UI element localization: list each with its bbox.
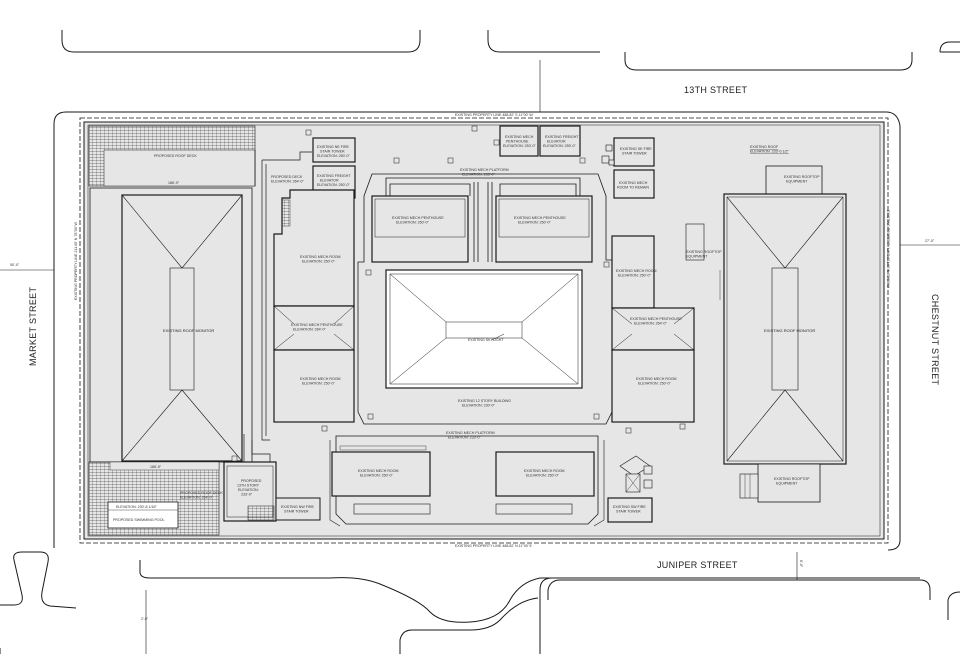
label-freight-elev-n: EXISTING FREIGHT ELEVATOR ELEVATION: 255…	[543, 135, 579, 148]
south-curbs	[0, 551, 960, 654]
mech-penthouse-e	[495, 195, 593, 263]
west-mech-stack	[273, 189, 355, 423]
dim-south-a: 186'-9"	[150, 465, 162, 469]
label-mech-penthouse-ec: EXISTING MECH PENTHOUSE ELEVATION: 264'-…	[630, 317, 683, 326]
north-curbs	[61, 30, 960, 112]
hvac-units-se	[619, 455, 653, 493]
label-proposed-roof-deck-s: PROPOSED ROOF DECK ELEVATION: 264'-0"	[180, 491, 224, 500]
label-se-fire-stair: EXISTING SE FIRE STAIR TOWER	[620, 147, 653, 156]
label-elevation-pool: ELEVATION: 230'-8 1/16"	[116, 505, 158, 509]
mech-platform-south	[335, 435, 599, 525]
dim-east-street: 27'-0"	[925, 239, 935, 243]
dim-west-street: 50'-0"	[10, 263, 20, 267]
label-mech-penthouse-n: EXISTING MECH PENTHOUSE ELEVATION: 253'-…	[503, 135, 537, 148]
label-sw-fire-stair: EXISTING SW FIRE STAIR TOWER	[613, 505, 647, 514]
mech-platform-north	[385, 177, 581, 262]
east-mech-stack	[611, 235, 695, 423]
parapet	[87, 124, 881, 537]
label-mech-room-s2: EXISTING MECH ROOM ELEVATION: 250'-0"	[524, 469, 566, 478]
label-mech-platform-n: EXISTING MECH PLATFORM ELEVATION: 233'-0…	[460, 168, 510, 177]
label-existing-roof: EXISTING ROOF ELEVATION: 233'-0 1/2"	[750, 145, 790, 154]
freight-elevator-n	[539, 125, 581, 157]
street-name-market: MARKET STREET	[28, 287, 38, 366]
label-proposed-deck: PROPOSED DECK ELEVATION: 264'-0"	[271, 175, 305, 184]
nw-fire-stair	[275, 497, 321, 521]
label-mech-platform-s: EXISTING MECH PLATFORM ELEVATION: 233'-0…	[446, 431, 496, 440]
property-line-south-label: EXISTING PROPERTY LINE 488.82' N 11°00' …	[455, 544, 533, 548]
ne-fire-stair	[312, 137, 356, 163]
skylight	[385, 269, 583, 389]
small-equipment	[231, 125, 686, 462]
east-roof-monitor	[723, 193, 847, 465]
label-nw-fire-stair: EXISTING NW FIRE STAIR TOWER	[281, 505, 315, 514]
mech-penthouse-n	[499, 125, 539, 157]
mech-room-s1	[331, 451, 431, 497]
street-name-chestnut: CHESTNUT STREET	[930, 294, 940, 386]
corridor-walls	[243, 150, 312, 462]
hvac-units-ne	[601, 144, 615, 166]
label-swimming-pool: PROPOSED SWIMMING POOL	[113, 518, 165, 522]
label-mech-room-e1: EXISTING MECH ROOM ELEVATION: 250'-0"	[616, 269, 658, 278]
swimming-pool	[107, 501, 179, 529]
label-roof-monitor-w: EXISTING ROOF MONITOR	[163, 328, 214, 333]
label-mech-room-remain: EXISTING MECH ROOM TO REMAIN	[617, 181, 649, 190]
label-rooftop-equipment-ne: EXISTING ROOFTOP EQUIPMENT	[784, 175, 820, 184]
label-proposed-13th-story: PROPOSED 13TH STORY ELEVATION: 233'-0"	[237, 479, 262, 497]
rooftop-equipment-ne	[765, 165, 823, 195]
dim-sw-corner: 2'-0"	[141, 617, 149, 621]
label-rooftop-equipment-e: EXISTING ROOFTOP EQUIPMENT	[686, 250, 722, 259]
street-name-13th: 13TH STREET	[684, 85, 748, 95]
property-line-north-label: EXISTING PROPERTY LINE 488.82' S 11°00' …	[455, 113, 533, 117]
label-freight-elevator: EXISTING FREIGHT ELEVATOR ELEVATION: 250…	[317, 174, 351, 187]
property-line-east-label: EXISTING PROPERTY LINE 211.00' N 78°00' …	[886, 210, 890, 289]
label-rooftop-equipment-se: EXISTING ROOFTOP EQUIPMENT	[774, 477, 810, 486]
label-skylight: EXISTING SKYLIGHT	[468, 338, 504, 342]
mech-room-s2	[495, 451, 595, 497]
mech-room-remain	[613, 169, 655, 199]
rooftop-equipment-se	[757, 463, 821, 503]
label-mech-room-e2: EXISTING MECH ROOM ELEVATION: 250'-0"	[636, 377, 678, 386]
property-line	[79, 117, 889, 544]
site-boundary	[53, 111, 901, 551]
label-mech-room-w2: EXISTING MECH ROOM ELEVATION: 250'-0"	[300, 377, 342, 386]
label-building: EXISTING 12 STORY BUILDING ELEVATION: 23…	[458, 399, 512, 408]
mech-penthouse-w	[371, 195, 469, 263]
label-roof-monitor-e: EXISTING ROOF MONITOR	[764, 328, 815, 333]
label-mech-penthouse-wc: EXISTING MECH PENTHOUSE ELEVATION: 264'-…	[291, 323, 344, 332]
label-mech-room-w1: EXISTING MECH ROOM ELEVATION: 250'-0"	[300, 255, 342, 264]
label-mech-penthouse-e: EXISTING MECH PENTHOUSE ELEVATION: 250'-…	[514, 216, 567, 225]
se-fire-stair	[613, 137, 655, 167]
dim-north-a: 186'-9"	[168, 181, 180, 185]
property-line-west-label: EXISTING PROPERTY LINE 211.00' N 78°00' …	[74, 221, 78, 300]
label-mech-penthouse-w: EXISTING MECH PENTHOUSE ELEVATION: 250'-…	[392, 216, 445, 225]
sw-fire-stair	[607, 497, 653, 523]
label-mech-room-s1: EXISTING MECH ROOM ELEVATION: 250'-0"	[358, 469, 400, 478]
label-proposed-roof-deck-n: PROPOSED ROOF DECK	[154, 154, 197, 158]
street-name-juniper: JUNIPER STREET	[657, 560, 738, 570]
label-ne-fire-stair: EXISTING NE FIRE STAIR TOWER ELEVATION: …	[317, 145, 351, 158]
dim-juniper-edge: 6'-0"	[799, 560, 803, 568]
